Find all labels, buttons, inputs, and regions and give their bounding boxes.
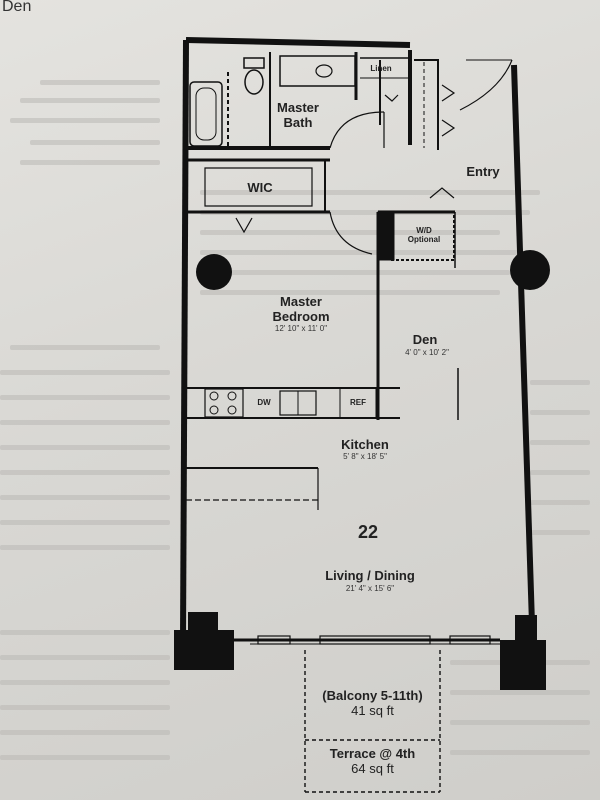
den-dims: 4' 0" x 10' 2" xyxy=(405,348,449,357)
kitchen-island xyxy=(186,467,319,510)
unit-number: 22 xyxy=(357,522,379,542)
kitchen-label: Kitchen xyxy=(341,437,389,452)
terrace-label: Terrace @ 4th 64 sq ft xyxy=(329,746,416,776)
balcony-outline xyxy=(304,650,441,793)
den-label: Den xyxy=(412,332,438,347)
kitchen-dims: 5' 8" x 18' 5" xyxy=(343,452,387,461)
corner-label: Den xyxy=(2,0,32,15)
balcony-label: (Balcony 5-11th) 41 sq ft xyxy=(322,688,423,718)
dishwasher-label: DW xyxy=(257,398,271,407)
living-dining-dims: 21' 4" x 15' 6" xyxy=(345,584,395,593)
wall-corner-blocks xyxy=(174,612,546,690)
column-left xyxy=(196,254,232,290)
master-bedroom-dims: 12' 10" x 11' 0" xyxy=(274,324,328,333)
master-bedroom-label: Master Bedroom xyxy=(272,294,330,324)
den-walls xyxy=(376,187,459,420)
exterior-walls xyxy=(180,37,536,656)
column-right xyxy=(510,250,550,290)
refrigerator-label: REF xyxy=(350,398,366,407)
wic-label: WIC xyxy=(247,180,273,195)
master-bath-label: Master Bath xyxy=(277,100,319,130)
living-dining-label: Living / Dining xyxy=(325,568,415,583)
entry-label: Entry xyxy=(466,164,500,179)
bathroom xyxy=(186,50,412,150)
windows xyxy=(234,635,500,645)
walk-in-closet xyxy=(186,158,373,255)
entry-closet xyxy=(414,59,513,150)
kitchen-counter xyxy=(186,387,400,419)
wd-label: W/D Optional xyxy=(407,226,441,244)
linen-label: Linen xyxy=(370,64,392,73)
